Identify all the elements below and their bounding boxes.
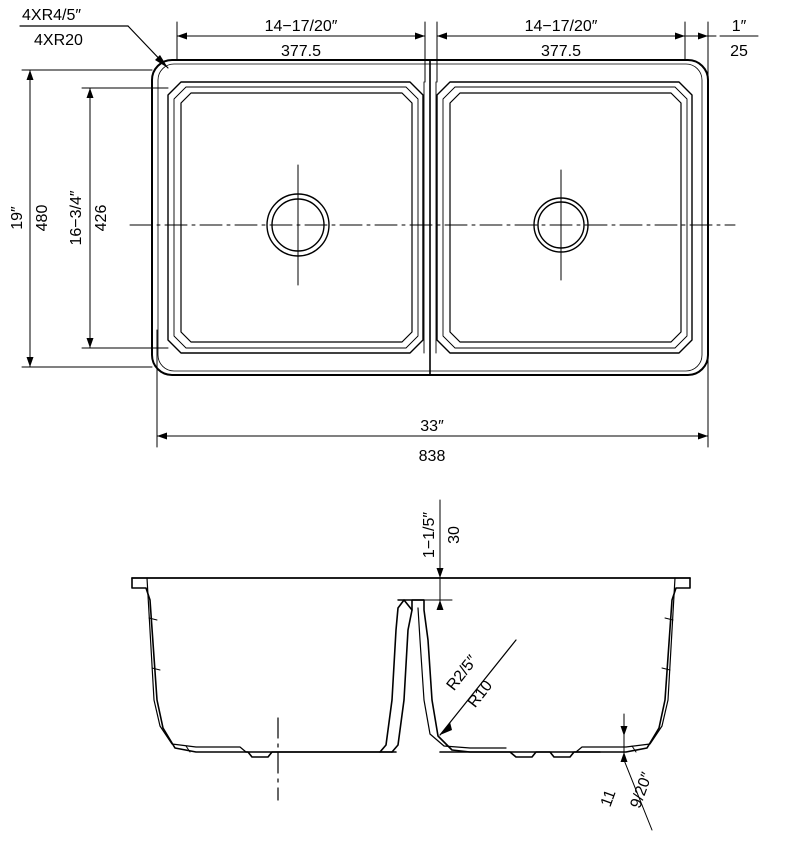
dim-bowl-depth-imperial: 16−3/4″ [68, 190, 85, 245]
left-tick-1 [148, 617, 158, 621]
dim-left-bowl-imperial: 14−17/20″ [265, 18, 338, 35]
arrow-left-bowl-start [177, 32, 187, 40]
dim-right-bowl-width [436, 21, 686, 83]
dim-divider-drop-imperial: 1−1/5″ [421, 512, 438, 558]
arrow-depth-bottom [26, 357, 34, 367]
section-divider-right-face [411, 599, 601, 758]
arrow-wall-bottom [620, 752, 628, 762]
arrow-bowl-depth-top [86, 88, 94, 98]
corner-radius-section-leader [439, 639, 517, 736]
arrow-wall-top [620, 726, 628, 736]
dim-overall-width-imperial: 33″ [420, 418, 444, 435]
corner-radius-note-imperial: 4XR4/5″ [22, 7, 81, 24]
arrow-width-left [157, 432, 167, 440]
dim-overall-depth [21, 69, 153, 368]
dim-left-bowl-width [176, 21, 426, 83]
left-tick-3 [185, 745, 191, 753]
section-right-outer-profile [439, 577, 691, 758]
left-bowl [167, 81, 424, 354]
section-right-inner-profile [575, 577, 676, 753]
arrow-rim-edge [698, 32, 708, 40]
center-divider [423, 59, 437, 376]
dim-overall-width-metric: 838 [419, 448, 446, 465]
dim-overall-depth-metric: 480 [34, 205, 51, 232]
arrow-divider-top [436, 568, 444, 578]
dim-overall-depth-imperial: 19″ [9, 206, 26, 230]
dim-wall-thickness [620, 713, 653, 831]
dim-divider-drop [423, 499, 453, 610]
section-right-wall-ticks [631, 617, 674, 753]
right-bowl-floor [449, 92, 682, 343]
leader-line-r10 [439, 639, 517, 736]
corner-radius-note-metric: 4XR20 [34, 32, 83, 49]
section-left-outer-profile [131, 577, 393, 758]
right-tick-1 [664, 617, 674, 621]
arrow-right-bowl-end [675, 32, 685, 40]
dim-bowl-depth-metric: 426 [93, 205, 110, 232]
dim-overall-width [156, 329, 709, 448]
corner-radius-leader [19, 25, 169, 69]
dim-divider-drop-metric: 30 [446, 526, 463, 544]
arrow-width-right [698, 432, 708, 440]
arrow-left-bowl-end [415, 32, 425, 40]
arrow-bowl-depth-bottom [86, 338, 94, 348]
arrow-right-bowl-start [437, 32, 447, 40]
left-tick-2 [151, 667, 161, 671]
left-bowl-rim-inner [173, 86, 419, 349]
dim-bowl-depth [81, 87, 169, 349]
right-tick-3 [631, 745, 637, 753]
sink-outer-offset [157, 63, 703, 372]
section-left-wall-ticks [148, 617, 191, 753]
dim-right-bowl-metric: 377.5 [541, 43, 581, 60]
dim-left-bowl-metric: 377.5 [281, 43, 321, 60]
left-bowl-rim-outer [167, 81, 424, 354]
section-divider-right-inner [417, 607, 507, 749]
right-bowl [436, 81, 693, 354]
dim-rim-edge-imperial: 1″ [732, 18, 747, 35]
arrow-divider-bottom [436, 600, 444, 610]
arrow-depth-top [26, 70, 34, 80]
section-left-inner-profile [146, 577, 247, 753]
sink-outer-outline [151, 59, 709, 376]
plan-view: 14−17/20″ 377.5 14−17/20″ 377.5 1″ 25 4X… [9, 7, 759, 465]
left-bowl-floor [180, 92, 413, 343]
dim-right-bowl-imperial: 14−17/20″ [525, 18, 598, 35]
right-bowl-rim-inner [442, 86, 688, 349]
dim-rim-edge-metric: 25 [730, 43, 748, 60]
right-bowl-rim-outer [436, 81, 693, 354]
leader-arrow-corner-radius [155, 55, 168, 68]
leader-arrow-r10 [440, 722, 452, 735]
dim-rim-edge [685, 21, 717, 76]
dim-wall-thickness-metric: 11 [598, 788, 620, 810]
right-tick-2 [661, 667, 671, 671]
leader-line-wall-thickness [623, 759, 653, 831]
